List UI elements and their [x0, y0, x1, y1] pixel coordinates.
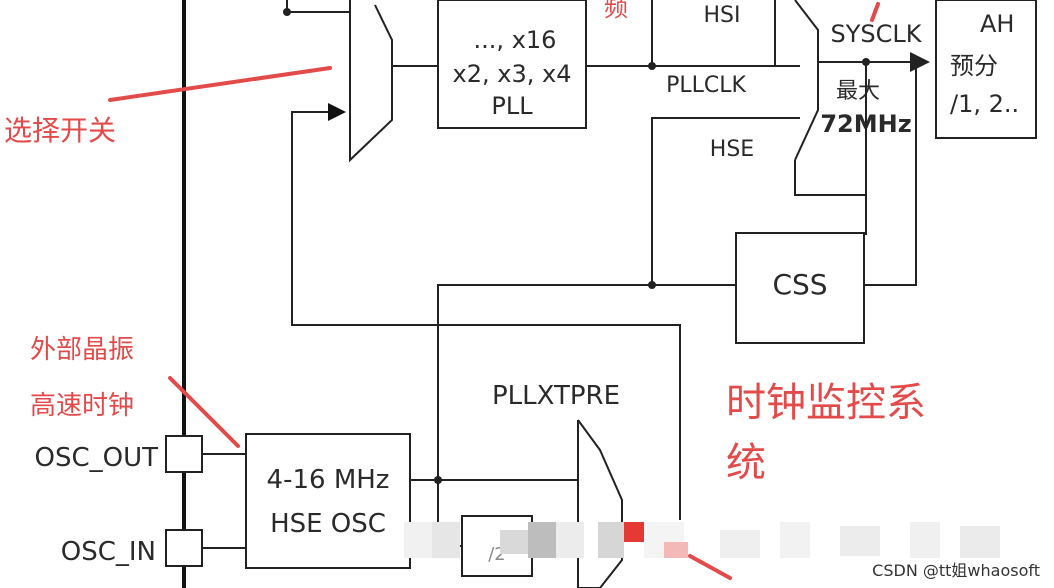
ext-osc-pointer [168, 376, 240, 448]
sysclk-red-mark [870, 2, 880, 22]
clock-monitor-annotation-1: 时钟监控系 [726, 380, 926, 426]
pllclk-label: PLLCLK [666, 73, 746, 98]
hse-osc-block [245, 433, 411, 569]
pll-source-mux [349, 0, 393, 163]
css-right-loop [864, 62, 917, 286]
hse-osc-line2: HSE OSC [270, 509, 386, 539]
sysclk-label: SYSCLK [831, 20, 923, 48]
hse-label: HSE [710, 137, 754, 162]
osc-out-label: OSC_OUT [35, 443, 159, 473]
mux-select-arrow [328, 103, 346, 121]
ahb-prescaler-block [935, 0, 1037, 139]
hsi-label: HSI [704, 3, 741, 28]
max-label: 最大 [836, 79, 880, 104]
osc-in-label: OSC_IN [61, 537, 156, 567]
pll-line3: PLL [491, 92, 533, 120]
osc-in-pin [165, 529, 203, 567]
pll-line2: x2, x3, x4 [453, 60, 572, 88]
pll-line1: ..., x16 [474, 26, 557, 54]
hse-osc-line1: 4-16 MHz [267, 465, 390, 495]
hse-to-sysmux-line [651, 117, 800, 285]
css-label: CSS [772, 268, 827, 301]
osc-out-pin [165, 435, 203, 473]
top-partial-annotation: 频 [604, 0, 628, 22]
bottom-red-pointer [688, 554, 732, 580]
pllxtpre-label: PLLXTPRE [492, 381, 620, 411]
hse-to-css-line [437, 284, 736, 480]
clock-monitor-annotation-2: 统 [726, 440, 766, 486]
pll-block [437, 0, 587, 129]
ahb-line1: AH [980, 10, 1014, 38]
pllxtpre-mux [577, 419, 623, 588]
ahb-line3: /1, 2.. [950, 90, 1019, 118]
select-switch-pointer [108, 66, 332, 102]
sysmux-bottom-line [794, 160, 866, 196]
css-block [735, 232, 865, 344]
pixelated-redaction [404, 522, 1000, 558]
ext-osc-annotation-1: 外部晶振 [30, 335, 134, 365]
ahb-line2: 预分 [950, 52, 998, 80]
select-switch-annotation: 选择开关 [4, 114, 116, 147]
sysclk-mux [794, 0, 819, 161]
ext-osc-annotation-2: 高速时钟 [30, 391, 134, 421]
watermark-text: CSDN @tt姐whaosoft [872, 561, 1040, 580]
pllxtpre-frame [438, 324, 681, 520]
